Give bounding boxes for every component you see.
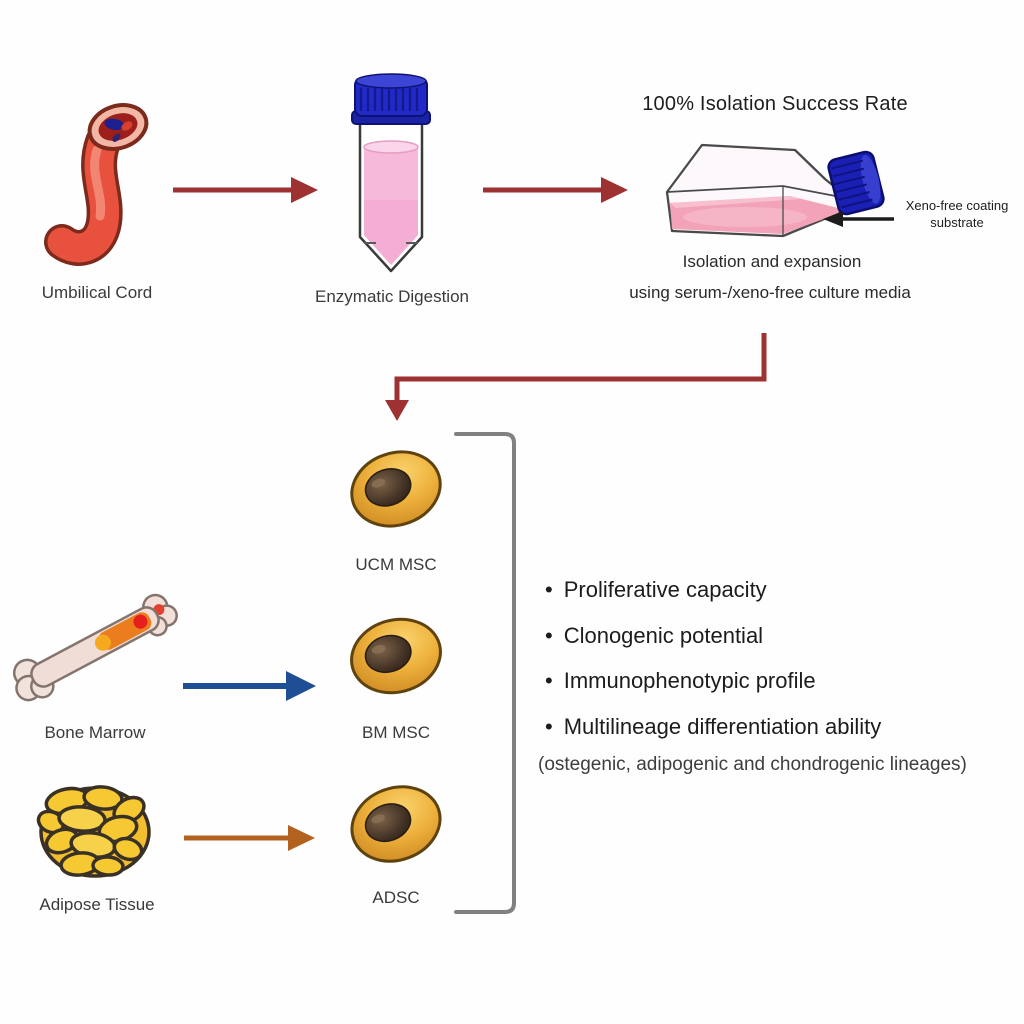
arrow-flask-to-ucm bbox=[385, 333, 767, 421]
adsc-cell-icon bbox=[339, 773, 453, 875]
isolation-caption-line1: Isolation and expansion bbox=[682, 252, 862, 271]
xeno-free-annotation-line2: substrate bbox=[930, 215, 984, 230]
xeno-free-annotation-line1: Xeno-free coating bbox=[905, 198, 1009, 213]
adipose-tissue-label: Adipose Tissue bbox=[39, 895, 155, 914]
bullet-glyph: • bbox=[545, 668, 553, 693]
adsc-label: ADSC bbox=[372, 888, 420, 907]
grouping-bracket bbox=[454, 432, 516, 914]
property-text: Clonogenic potential bbox=[563, 622, 764, 648]
culture-flask-icon bbox=[665, 143, 885, 238]
success-rate-title: 100% Isolation Success Rate bbox=[642, 93, 908, 115]
property-item: • Clonogenic potential bbox=[545, 613, 881, 659]
ucm-msc-cell-icon bbox=[340, 439, 452, 539]
bm-msc-label: BM MSC bbox=[362, 723, 430, 742]
enzymatic-digestion-label: Enzymatic Digestion bbox=[314, 287, 470, 306]
msc-properties-list: • Proliferative capacity • Clonogenic pote… bbox=[545, 567, 881, 749]
umbilical-cord-icon bbox=[44, 103, 149, 266]
property-text: Immunophenotypic profile bbox=[563, 668, 816, 693]
arrow-bone-to-bmmsc bbox=[183, 671, 316, 701]
isolation-caption-line2: using serum-/xeno-free culture media bbox=[629, 283, 911, 302]
xeno-free-annotation: Xeno-free coating substrate bbox=[906, 197, 1009, 231]
bone-marrow-label: Bone Marrow bbox=[44, 723, 146, 742]
annotation-arrow bbox=[823, 211, 894, 227]
bullet-glyph: • bbox=[545, 577, 553, 602]
arrow-adipose-to-adsc bbox=[184, 825, 315, 851]
property-item: • Immunophenotypic profile bbox=[545, 658, 881, 704]
ucm-msc-label: UCM MSC bbox=[355, 555, 437, 574]
bone-marrow-icon bbox=[12, 593, 178, 702]
digestion-tube-icon bbox=[351, 73, 431, 273]
property-text: Proliferative capacity bbox=[563, 577, 767, 602]
umbilical-cord-label: Umbilical Cord bbox=[41, 283, 153, 302]
arrow-cord-to-tube bbox=[173, 177, 318, 203]
lineages-subnote: (ostegenic, adipogenic and chondrogenic … bbox=[538, 754, 967, 775]
property-item: • Proliferative capacity bbox=[545, 567, 881, 613]
bullet-glyph: • bbox=[545, 713, 553, 739]
adipose-tissue-icon bbox=[36, 785, 151, 878]
arrow-tube-to-flask bbox=[483, 177, 628, 203]
property-text: Multilineage differentiation ability bbox=[563, 713, 882, 739]
bm-msc-cell-icon bbox=[341, 608, 451, 704]
bullet-glyph: • bbox=[545, 622, 553, 648]
property-item: • Multilineage differentiation ability bbox=[545, 704, 881, 750]
